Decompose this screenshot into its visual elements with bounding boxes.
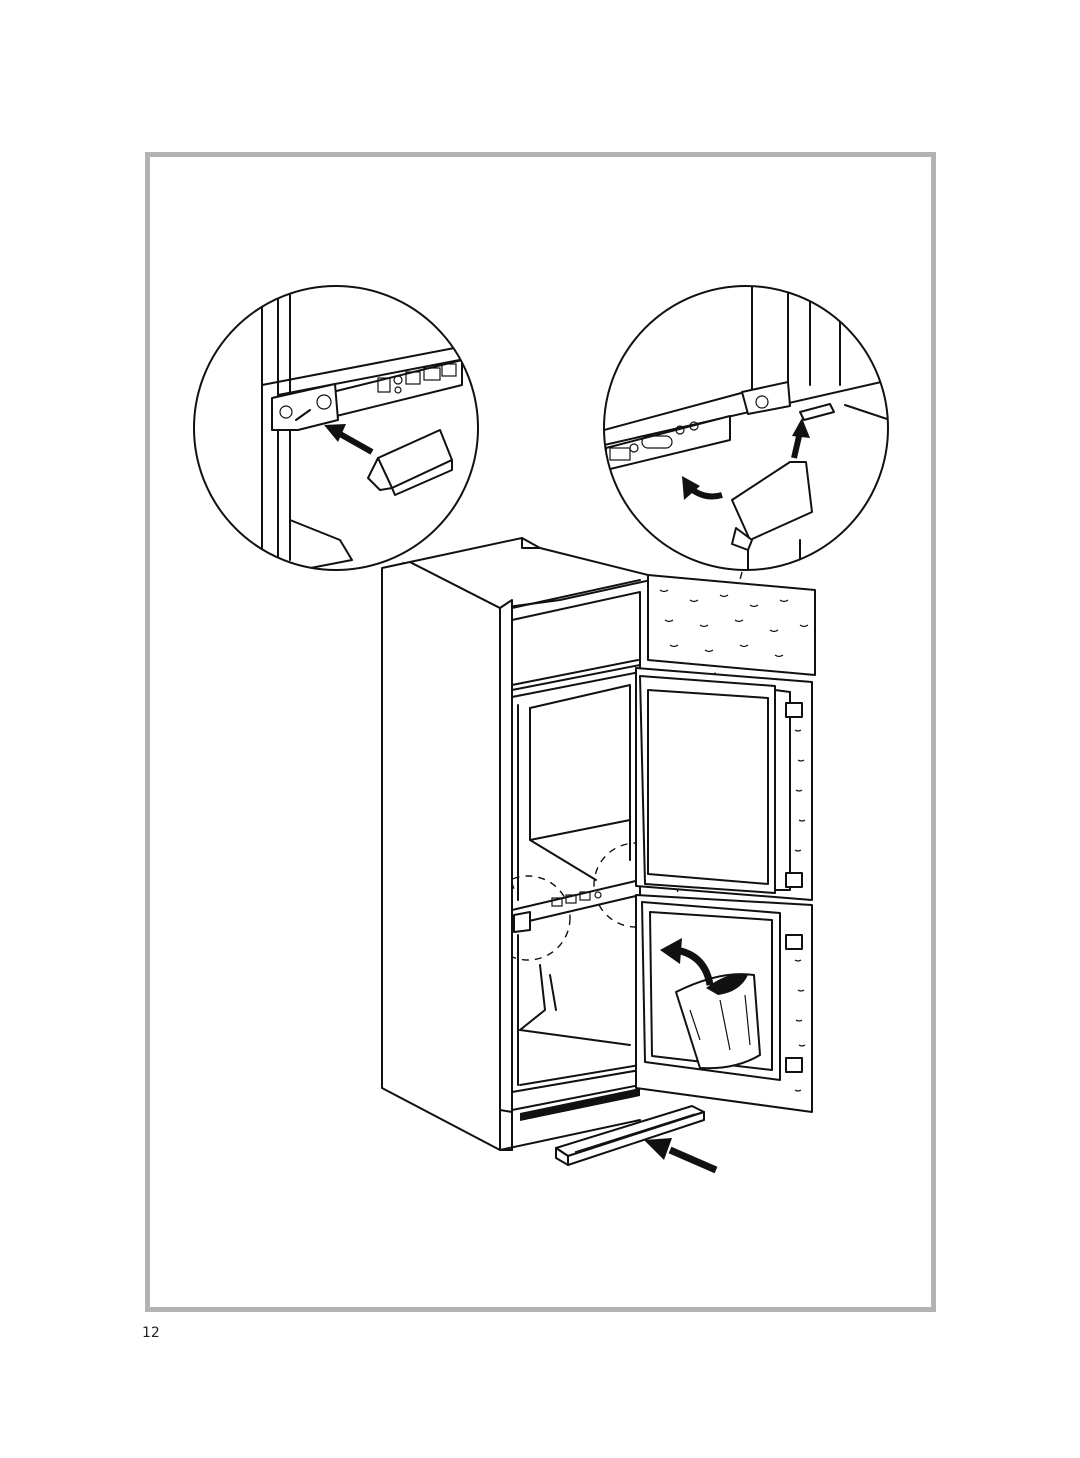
page-number: 12 [142, 1325, 160, 1341]
up-arrow-icon [791, 418, 810, 459]
push-arrow-icon [324, 424, 374, 455]
parts-bag [675, 973, 761, 1070]
upper-decor-panel [647, 574, 816, 676]
right-hinge-cover-detail [603, 285, 889, 571]
curved-arrow-icon [682, 476, 723, 500]
cabinet [381, 537, 661, 1151]
curved-arrow-icon [660, 938, 714, 986]
page-frame [145, 152, 936, 1312]
left-hinge-cover-detail [193, 285, 479, 571]
plinth-cover-strip [555, 1105, 705, 1166]
fridge-door [635, 667, 813, 901]
push-arrow-icon [644, 1138, 718, 1174]
